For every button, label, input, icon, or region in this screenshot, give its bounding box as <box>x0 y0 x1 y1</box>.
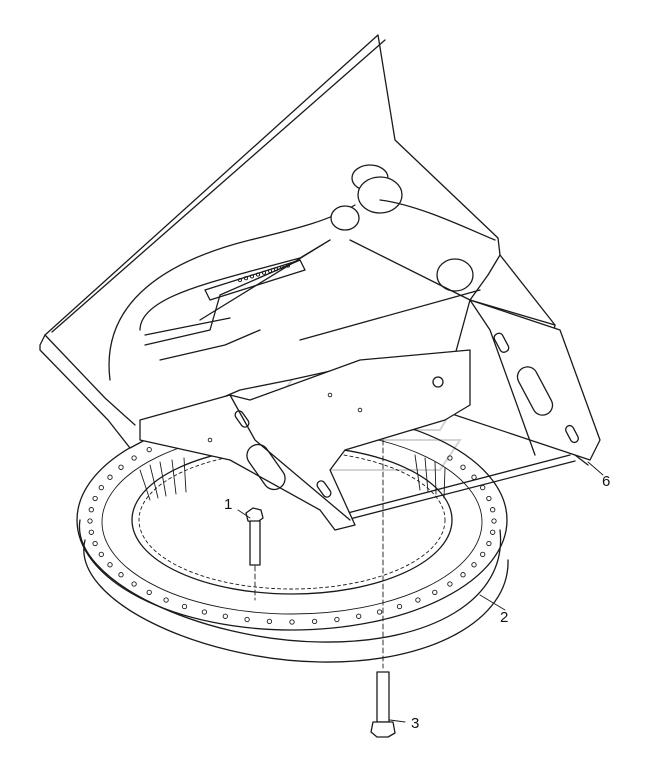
slot-hole <box>273 267 279 272</box>
ring-hole <box>356 613 362 619</box>
slot-hole <box>237 277 243 283</box>
ring-hole <box>396 603 403 610</box>
ring-hole <box>131 455 137 461</box>
slot-hole <box>255 272 261 277</box>
ring-hole <box>118 464 124 470</box>
slot-hole <box>243 276 249 281</box>
callout-1: 1 <box>224 496 232 513</box>
ring-hole <box>87 518 93 524</box>
ring-hole <box>107 562 113 568</box>
lower-bracket <box>139 349 471 531</box>
ring-hole <box>415 597 421 603</box>
ring-hole <box>447 581 453 587</box>
ring-hole <box>92 540 98 547</box>
ring-hole <box>471 562 477 568</box>
ring-hole <box>98 484 104 491</box>
ring-hole <box>376 609 383 615</box>
ring-hole <box>480 551 486 558</box>
ring-hole <box>486 495 492 502</box>
ring-hole <box>98 551 104 558</box>
mount-plate <box>339 299 601 522</box>
upper-frame <box>39 34 556 449</box>
ring-hole <box>480 484 486 491</box>
ring-hole <box>432 589 438 596</box>
slot-hole <box>261 270 267 275</box>
ring-hole <box>201 609 208 615</box>
ring-hole <box>222 613 228 619</box>
slot-hole <box>267 268 273 274</box>
ring-hole <box>163 597 169 603</box>
callout-2: 2 <box>500 609 508 626</box>
callout-6: 6 <box>602 473 610 490</box>
ring-hole <box>146 446 152 453</box>
ring-hole <box>490 529 496 535</box>
slot-hole <box>249 274 255 279</box>
ring-hole <box>311 618 318 625</box>
ring-hole <box>131 581 137 587</box>
leader-line-2 <box>479 594 506 611</box>
ring-hole <box>181 603 188 610</box>
ring-hole <box>486 540 492 547</box>
ring-hole <box>334 616 340 623</box>
ring-hole <box>118 572 124 578</box>
ring-hole <box>88 507 94 513</box>
ring-hole <box>447 455 453 461</box>
ring-hole <box>107 474 113 480</box>
bolt-lower <box>370 439 406 738</box>
leader-line-6 <box>587 461 604 476</box>
bolt-upper <box>237 507 264 601</box>
ring-hole <box>491 518 497 524</box>
ring-hole <box>289 619 295 625</box>
callout-3: 3 <box>411 715 419 732</box>
ring-hole <box>460 464 466 470</box>
ring-hole <box>460 572 466 578</box>
ring-hole <box>471 474 477 480</box>
ring-bolt-holes <box>87 446 497 625</box>
ring-hole <box>88 529 94 535</box>
ring-hole <box>244 616 250 623</box>
ring-hole <box>146 589 152 596</box>
ring-hole <box>92 495 98 502</box>
slewing-ring <box>76 409 509 663</box>
ring-hole <box>266 618 273 625</box>
ring-hole <box>490 507 496 513</box>
